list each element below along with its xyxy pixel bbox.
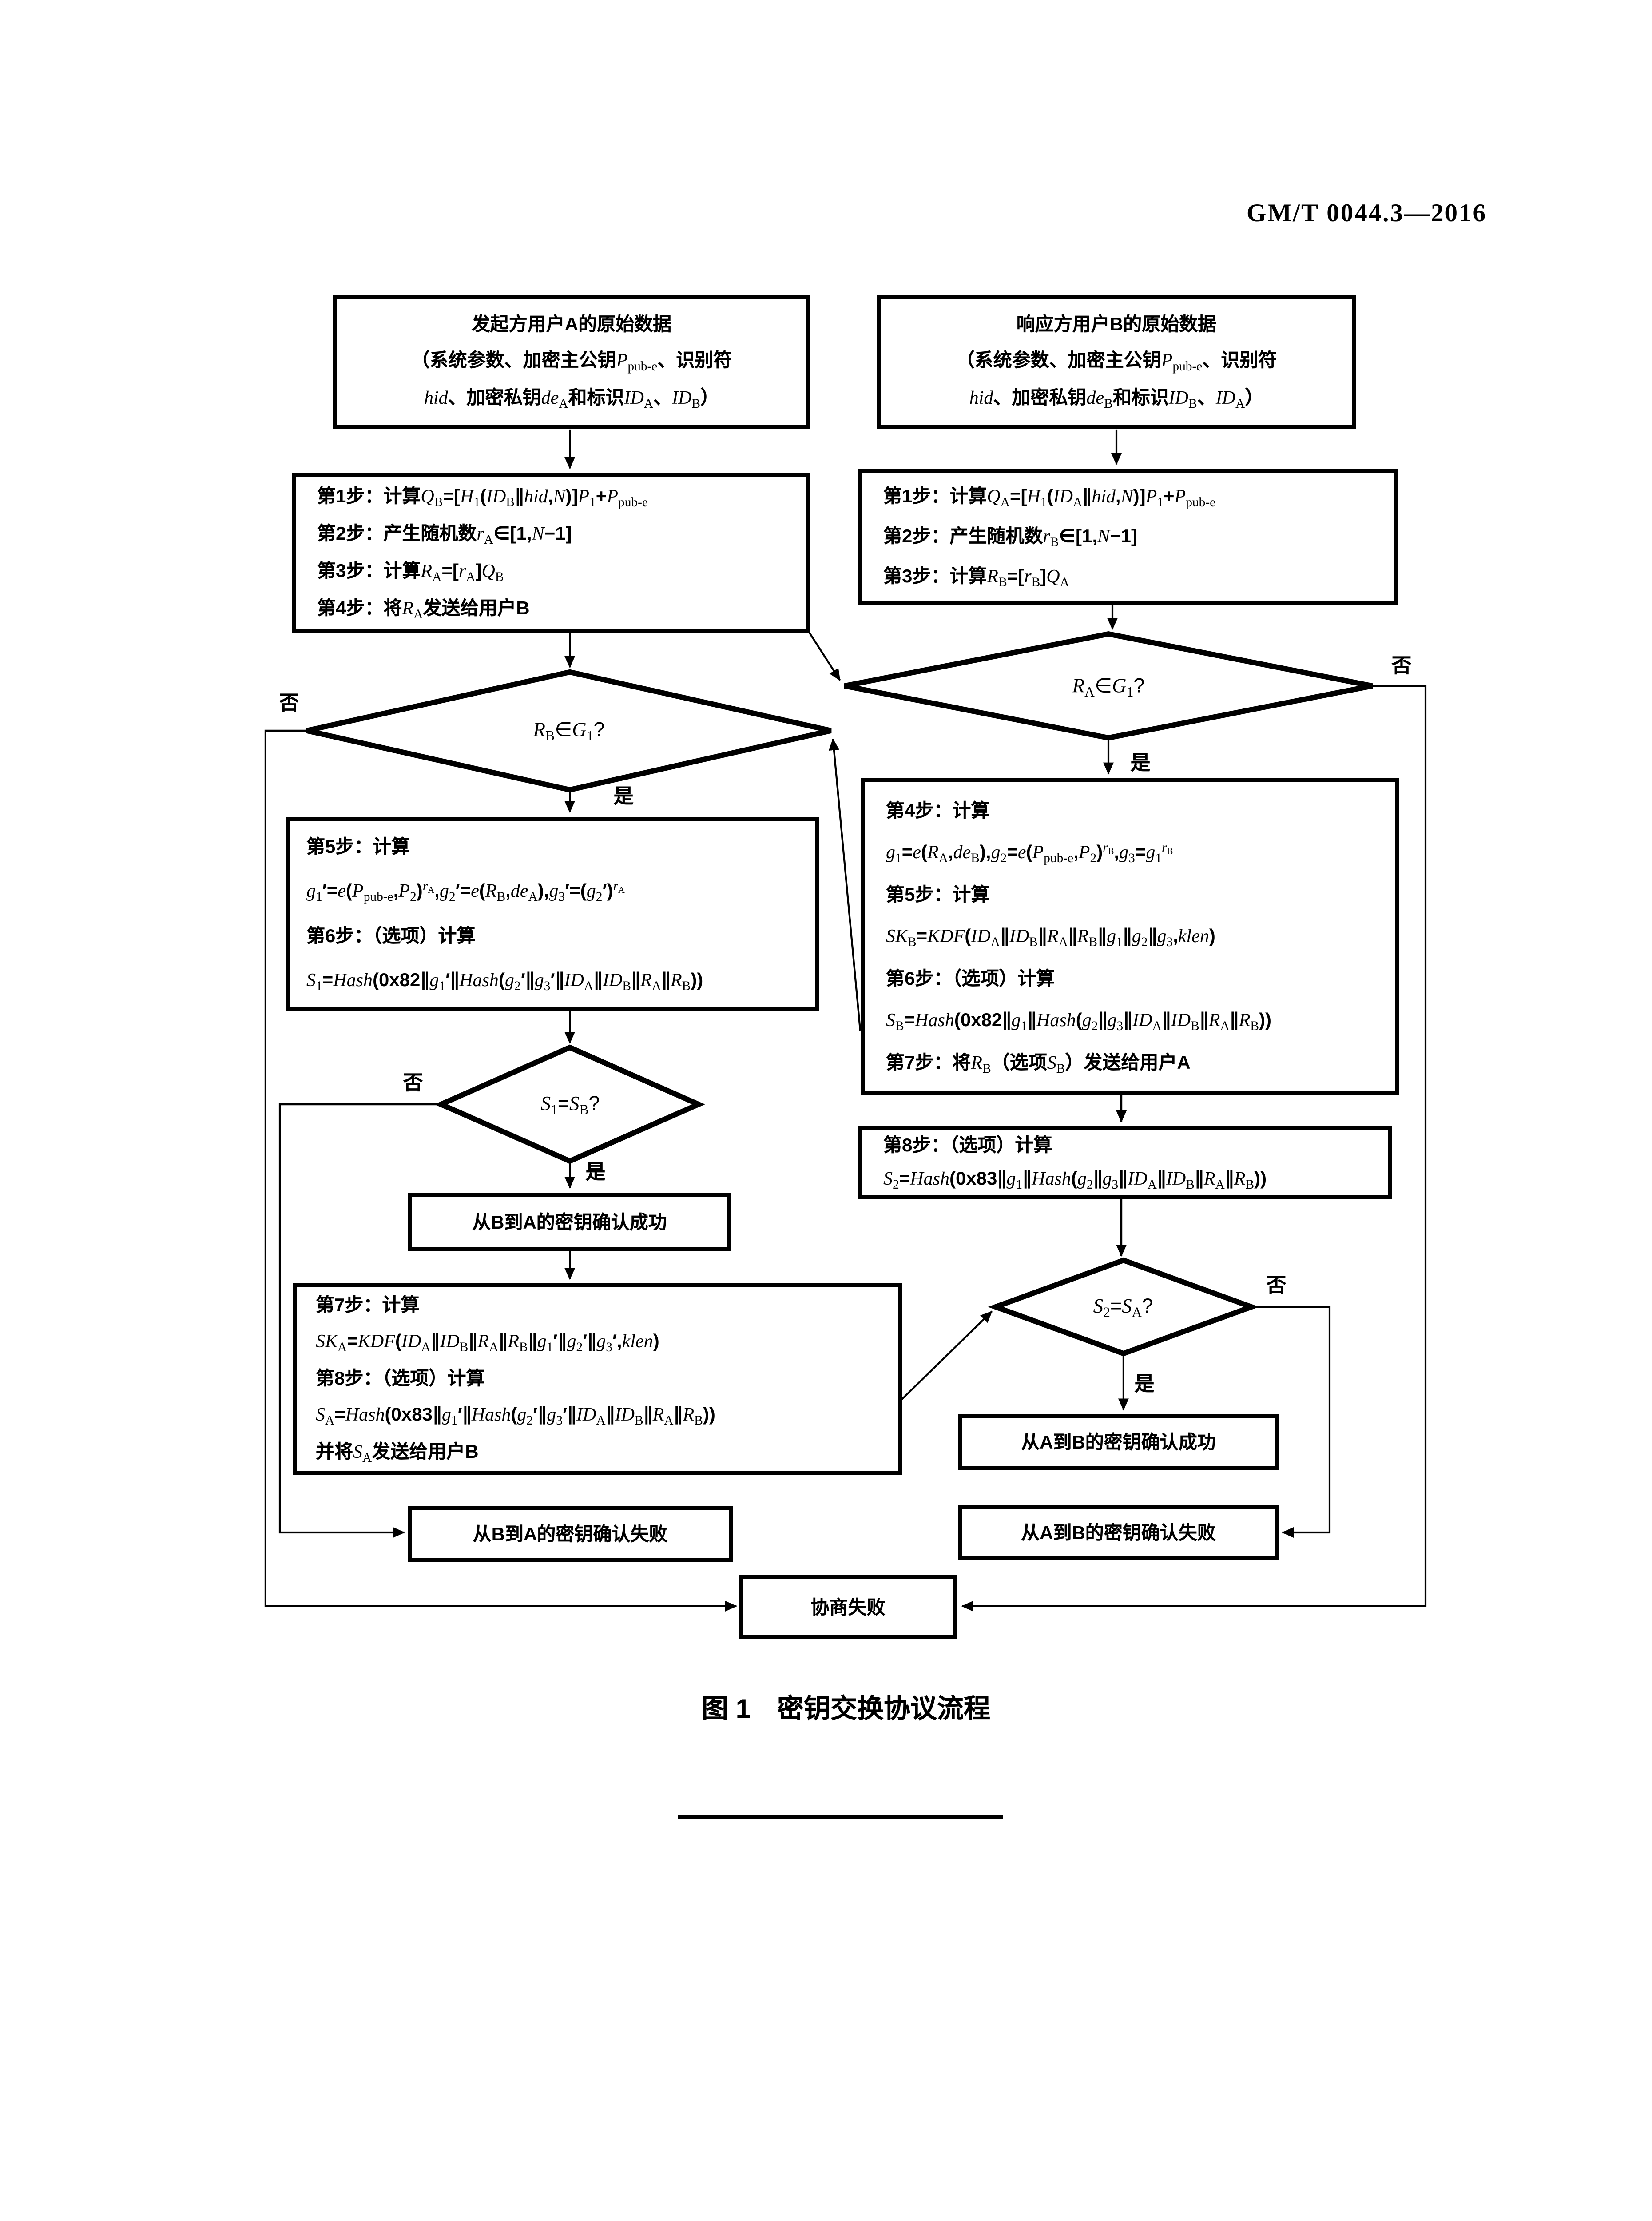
s2-check-no-label: 否	[1266, 1274, 1287, 1298]
text-line: 第5步：计算	[306, 836, 410, 857]
s2-check-label: S2=SA?	[1093, 1295, 1153, 1321]
text-line: hid、加密私钥deA和标识IDA、IDB）	[424, 386, 719, 412]
text-line: 第3步：计算RA=[rA]QB	[317, 560, 504, 585]
ra-check-yes-label: 是	[1130, 752, 1151, 775]
text-line: g1′=e(Ppub-e,P2)rA,g2′=e(RB,deA),g3′=(g2…	[306, 880, 625, 905]
s1-check-diamond	[434, 1044, 705, 1164]
text-line: 从B到A的密钥确认失败	[473, 1523, 668, 1544]
negotiation-fail-box: 协商失败	[739, 1575, 957, 1639]
text-line: S2=Hash(0x83∥g1∥Hash(g2∥g3∥IDA∥IDB∥RA∥RB…	[883, 1167, 1267, 1193]
responder-data-box: 响应方用户B的原始数据 （系统参数、加密主公钥Ppub-e、识别符 hid、加密…	[877, 295, 1356, 429]
connector-b-send-rb-to-rb-check	[829, 738, 862, 1031]
connector-rb-check-no-to-negotiation-fail	[264, 729, 737, 1612]
text-line: 响应方用户B的原始数据	[1016, 313, 1217, 334]
key-confirm-b-to-a-success-box: 从B到A的密钥确认成功	[408, 1193, 731, 1251]
text-line: S1=Hash(0x82∥g1′∥Hash(g2′∥g3′∥IDA∥IDB∥RA…	[306, 969, 703, 994]
s2-check-diamond	[988, 1257, 1259, 1357]
text-line: hid、加密私钥deB和标识IDB、IDA）	[969, 386, 1264, 412]
text-line: 第7步：计算	[316, 1294, 420, 1315]
ra-check-no-label: 否	[1391, 655, 1412, 678]
text-line: 第6步：（选项）计算	[306, 925, 476, 946]
s1-check-no-label: 否	[403, 1072, 423, 1095]
text-line: 第8步：（选项）计算	[883, 1134, 1052, 1155]
key-confirm-b-to-a-fail-box: 从B到A的密钥确认失败	[408, 1506, 733, 1562]
a-steps-1-4-box: 第1步：计算QB=[H1(IDB∥hid,N)]P1+Ppub-e 第2步：产生…	[292, 473, 810, 633]
text-line: 第4步：将RA发送给用户B	[317, 597, 530, 622]
footnote-rule	[678, 1815, 1003, 1819]
text-line: SA=Hash(0x83∥g1′∥Hash(g2′∥g3′∥IDA∥IDB∥RA…	[316, 1403, 715, 1429]
text-line: 第4步：计算	[886, 799, 990, 820]
text-line: （系统参数、加密主公钥Ppub-e、识别符	[411, 349, 732, 374]
text-line: 第1步：计算QB=[H1(IDB∥hid,N)]P1+Ppub-e	[317, 485, 648, 510]
text-line: 第7步：将RB（选项SB）发送给用户A	[886, 1051, 1191, 1076]
a-steps-7-8-box: 第7步：计算 SKA=KDF(IDA∥IDB∥RA∥RB∥g1′∥g2′∥g3′…	[293, 1283, 902, 1475]
text-line: 第6步：（选项）计算	[886, 967, 1055, 988]
text-line: 从A到B的密钥确认成功	[1021, 1431, 1216, 1453]
connector-a-send-sa-to-s2-check	[901, 1310, 993, 1400]
text-line: 第1步：计算QA=[H1(IDA∥hid,N)]P1+Ppub-e	[883, 485, 1216, 510]
b-steps-4-7-box: 第4步：计算 g1=e(RA,deB),g2=e(Ppub-e,P2)rB,g3…	[861, 778, 1399, 1095]
ra-check-label: RA∈G1?	[1072, 675, 1145, 701]
text-line: SKA=KDF(IDA∥IDB∥RA∥RB∥g1′∥g2′∥g3′,klen)	[316, 1330, 659, 1355]
text-line: 第2步：产生随机数rA∈[1,N−1]	[317, 522, 572, 548]
connector-a-send-ra-to-ra-check	[809, 632, 841, 681]
ra-check-diamond	[844, 631, 1373, 741]
connector-s1-check-no-to-fail-ba	[278, 1103, 441, 1538]
text-line: g1=e(RA,deB),g2=e(Ppub-e,P2)rB,g3=g1rB	[886, 840, 1173, 866]
text-line: 第3步：计算RB=[rB]QA	[883, 565, 1069, 590]
s1-check-yes-label: 是	[585, 1161, 606, 1184]
b-steps-1-3-box: 第1步：计算QA=[H1(IDA∥hid,N)]P1+Ppub-e 第2步：产生…	[858, 469, 1398, 605]
a-steps-5-6-box: 第5步：计算 g1′=e(Ppub-e,P2)rA,g2′=e(RB,deA),…	[286, 817, 819, 1011]
standard-number-header: GM/T 0044.3—2016	[1247, 200, 1487, 228]
key-confirm-a-to-b-fail-box: 从A到B的密钥确认失败	[958, 1505, 1279, 1560]
text-line: SKB=KDF(IDA∥IDB∥RA∥RB∥g1∥g2∥g3,klen)	[886, 924, 1215, 950]
rb-check-no-label: 否	[279, 692, 299, 715]
text-line: 从B到A的密钥确认成功	[472, 1211, 667, 1233]
connector-s2-check-no-to-fail-ab	[1251, 1306, 1331, 1538]
connector-ra-check-no-to-negotiation-fail	[961, 685, 1427, 1612]
text-line: 第2步：产生随机数rB∈[1,N−1]	[883, 525, 1137, 550]
text-line: （系统参数、加密主公钥Ppub-e、识别符	[956, 349, 1277, 374]
text-line: 从A到B的密钥确认失败	[1021, 1522, 1216, 1543]
text-line: 并将SA发送给用户B	[316, 1441, 479, 1466]
initiator-data-box: 发起方用户A的原始数据 （系统参数、加密主公钥Ppub-e、识别符 hid、加密…	[333, 295, 810, 429]
text-line: 协商失败	[810, 1596, 886, 1618]
key-confirm-a-to-b-success-box: 从A到B的密钥确认成功	[958, 1414, 1279, 1470]
s1-check-label: S1=SB?	[540, 1093, 600, 1118]
text-line: 发起方用户A的原始数据	[471, 313, 672, 334]
figure-caption: 图 1 密钥交换协议流程	[701, 1695, 991, 1724]
b-step-8-box: 第8步：（选项）计算 S2=Hash(0x83∥g1∥Hash(g2∥g3∥ID…	[858, 1126, 1392, 1199]
s2-check-yes-label: 是	[1134, 1373, 1155, 1396]
rb-check-yes-label: 是	[613, 785, 634, 808]
rb-check-label: RB∈G1?	[533, 719, 605, 744]
text-line: 第5步：计算	[886, 883, 990, 904]
text-line: 第8步：（选项）计算	[316, 1367, 485, 1389]
rb-check-diamond	[306, 669, 832, 793]
text-line: SB=Hash(0x82∥g1∥Hash(g2∥g3∥IDA∥IDB∥RA∥RB…	[886, 1008, 1271, 1034]
